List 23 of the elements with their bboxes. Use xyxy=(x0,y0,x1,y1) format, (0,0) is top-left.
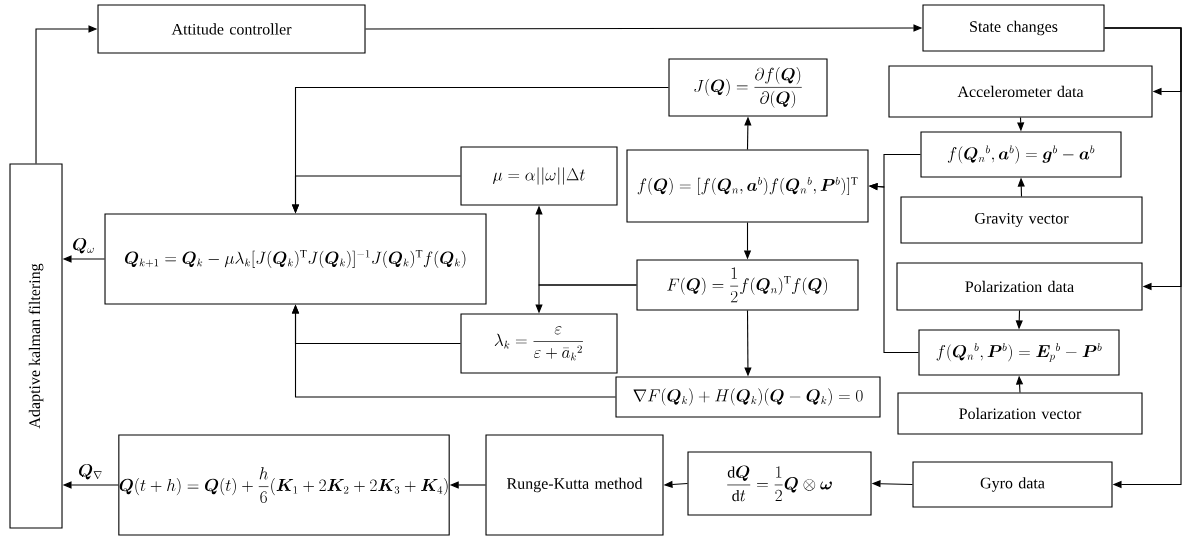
edge-label: $\boldsymbol{Q}_{\nabla}$ xyxy=(77,463,104,481)
formula-box: $J(\boldsymbol{Q})=\frac{\partial f(\boldsymbol{Q})}{\partial(\boldsymbol{Q})}$ xyxy=(668,58,828,117)
formula-box: $\boldsymbol{Q}(t+h)=\boldsymbol{Q}(t)+\frac{h}{6}(\boldsymbol{K}_1+2\boldsymbol{K}_2+2\boldsymbol{K}_3+\boldsymbol{K}_4)$ xyxy=(118,434,450,536)
formula-box: $\lambda_k=\frac{\varepsilon}{\varepsilon+\bar{a}_k{}^2}$ xyxy=(460,313,618,374)
formula-box: $\nabla F(\boldsymbol{Q}_k)+H(\boldsymbol{Q}_k)(\boldsymbol{Q}-\boldsymbol{Q}_k)=0$ xyxy=(615,376,881,418)
formula-box: $\boldsymbol{Q}_{k+1}=\boldsymbol{Q}_k-\mu\lambda_k[J(\boldsymbol{Q}_k)^{\mathrm{T}}J(\boldsymbol{Q}_k)]^{-1}J(\boldsymbol{Q}_k)^{\mathrm{T}}f(\boldsymbol{Q}_k)$ xyxy=(104,213,487,305)
formula-box: $F(\boldsymbol{Q})=\frac{1}{2}f(\boldsymbol{Q}_n)^{\mathrm{T}}f(\boldsymbol{Q})$ xyxy=(636,259,859,311)
process-box: Polarization data xyxy=(896,262,1143,311)
process-box: Runge-Kutta method xyxy=(485,434,664,536)
process-box: Gravity vector xyxy=(900,196,1143,244)
formula-box: $f(\boldsymbol{Q})=[f(\boldsymbol{Q}_n,\boldsymbol{a}^b)f(\boldsymbol{Q}_n{}^b,\boldsymbol{P}^b)]^{\mathrm{T}}$ xyxy=(626,149,869,223)
edge-label: $\boldsymbol{Q}_{\omega}$ xyxy=(71,237,96,255)
formula-box: $\frac{\mathrm{d}\boldsymbol{Q}}{\mathrm{d}t}=\frac{1}{2}\boldsymbol{Q}\otimes\boldsymbol{\omega}$ xyxy=(687,451,872,516)
process-box: Attitude controller xyxy=(97,4,366,54)
process-box: State changes xyxy=(922,4,1105,52)
formula-box: $f(\boldsymbol{Q}_n{}^b,\boldsymbol{P}^b)=\boldsymbol{E}_p{}^b-\boldsymbol{P}^b$ xyxy=(918,329,1120,376)
formula-box: $f(\boldsymbol{Q}_n{}^b,\boldsymbol{a}^b)=\boldsymbol{g}^b-\boldsymbol{a}^b$ xyxy=(920,131,1122,178)
process-box: Adaptive kalman filtering xyxy=(9,163,63,529)
process-box: Accelerometer data xyxy=(888,65,1153,118)
process-box: Gyro data xyxy=(912,461,1113,508)
arrow xyxy=(1104,27,1182,489)
formula-box: $\mu=\alpha||\omega||\Delta t$ xyxy=(460,146,618,206)
process-box: Polarization vector xyxy=(897,392,1143,435)
